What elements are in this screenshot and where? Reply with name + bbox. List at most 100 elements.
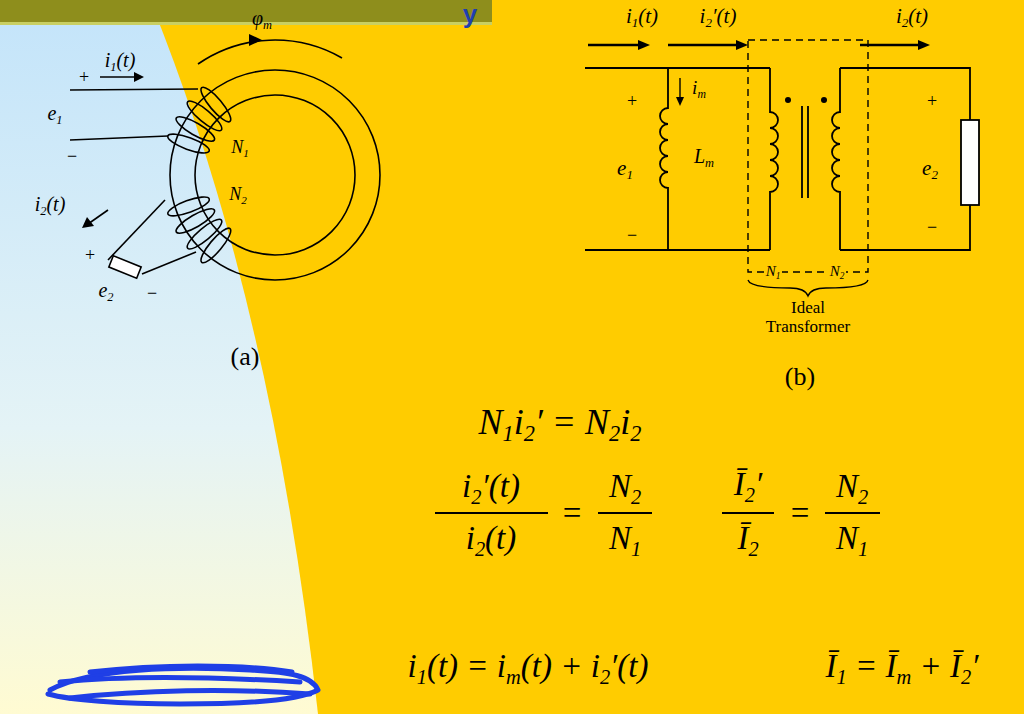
current-label: i1(t) <box>105 49 136 75</box>
block-label: Ideal Transformer <box>758 299 858 336</box>
current-arrow <box>679 78 680 100</box>
winding-turn <box>166 130 211 156</box>
current-label: i1(t) <box>626 5 658 30</box>
arrow-head <box>918 40 930 50</box>
polarity-sign: − <box>147 284 157 304</box>
subscript: 2 <box>748 538 758 560</box>
current-label: im <box>692 78 706 102</box>
equation: N1i2′ = N2i2 <box>479 403 642 447</box>
winding-turn <box>166 193 211 219</box>
figure-caption: (a) <box>231 343 260 372</box>
subscript: 2 <box>705 15 712 30</box>
subscript: 1 <box>632 15 639 30</box>
lead-wire <box>70 136 168 140</box>
voltage-label: e2 <box>922 157 938 182</box>
scribble <box>48 666 318 704</box>
toroid-core <box>170 70 380 280</box>
winding-label: N1 <box>764 263 783 281</box>
current-label: i2(t) <box>896 5 928 30</box>
subscript: m <box>897 666 912 688</box>
brace <box>748 280 868 296</box>
fraction-bar <box>722 512 774 514</box>
core-inner <box>195 95 355 255</box>
current-label: i2(t) <box>35 193 66 219</box>
voltage-label: e1 <box>617 157 633 182</box>
subscript: 2 <box>902 15 909 30</box>
equals-sign: = <box>563 495 582 531</box>
subscript: 2 <box>961 666 971 688</box>
title-bar <box>0 0 492 22</box>
subscript: 2 <box>609 421 620 446</box>
subscript: 1 <box>56 113 62 127</box>
polarity-dot <box>821 97 827 103</box>
winding-turn <box>184 97 225 134</box>
subscript: 1 <box>626 167 633 182</box>
secondary-coil <box>832 68 840 250</box>
flux-label: φm <box>252 7 272 33</box>
flux-arrow <box>198 34 342 64</box>
subscript: 1 <box>858 538 868 560</box>
secondary-winding <box>82 193 235 278</box>
subscript: m <box>705 156 714 170</box>
winding-turn <box>197 225 234 266</box>
lead-wire <box>108 200 165 260</box>
subscript: 1 <box>243 146 249 158</box>
current-arrow <box>100 76 138 78</box>
subscript: 2 <box>840 271 845 281</box>
polarity-sign: + <box>85 246 95 266</box>
subscript: 2 <box>745 484 755 506</box>
polarity-sign: − <box>67 147 77 167</box>
fraction-numerator: Ī2′ <box>734 466 762 506</box>
winding-label: N2 <box>229 185 247 206</box>
voltage-label: e2 <box>98 279 113 305</box>
polarity-sign: − <box>627 226 637 246</box>
current-arrow <box>588 44 920 46</box>
fraction-bar <box>825 512 880 514</box>
primary-coil <box>770 68 778 250</box>
subscript: m <box>697 88 706 101</box>
title-bar-stripe <box>0 22 492 25</box>
subscript: 2 <box>107 290 113 304</box>
title-fragment: y <box>463 0 477 29</box>
figure-caption: (b) <box>785 363 815 392</box>
arrow-head <box>736 40 748 50</box>
fraction-numerator: N2 <box>609 468 641 508</box>
subscript: 2 <box>931 167 938 182</box>
fraction-bars <box>435 512 880 514</box>
fraction-denominator: N1 <box>836 520 868 560</box>
subscript: 2 <box>630 421 641 446</box>
subscript: 2 <box>475 538 485 560</box>
circuit-wiring <box>585 40 979 296</box>
primary-wire <box>585 68 770 250</box>
arrow-head <box>249 34 262 46</box>
blue-panel <box>0 0 318 714</box>
subscript: 1 <box>837 666 847 688</box>
load-resistor <box>961 120 979 205</box>
core-outer <box>170 70 380 280</box>
fraction-denominator: N1 <box>609 520 641 560</box>
subscript: 1 <box>110 60 116 74</box>
subscript: 2 <box>241 193 247 205</box>
primary-winding <box>70 72 235 157</box>
voltage-label: e1 <box>47 102 62 128</box>
polarity-sign: + <box>627 92 637 112</box>
winding-label: N2 <box>828 263 847 281</box>
winding-turn <box>173 205 217 237</box>
polarity-sign: + <box>927 92 937 112</box>
subscript: m <box>263 18 272 32</box>
flux-arc <box>198 40 342 64</box>
magnetizing-inductor <box>660 68 668 250</box>
subscript: 1 <box>503 421 514 446</box>
equation: Ī1 = Īm + Ī2′ <box>826 648 979 688</box>
arrow-head <box>82 217 94 228</box>
arrow-head <box>676 97 684 106</box>
resistor-symbol <box>109 256 141 278</box>
subscript: 2 <box>40 204 46 218</box>
fraction-bar <box>435 512 548 514</box>
fraction-denominator: Ī2 <box>737 520 758 560</box>
winding-label: N1 <box>231 138 249 159</box>
scribble-stroke <box>60 666 310 698</box>
